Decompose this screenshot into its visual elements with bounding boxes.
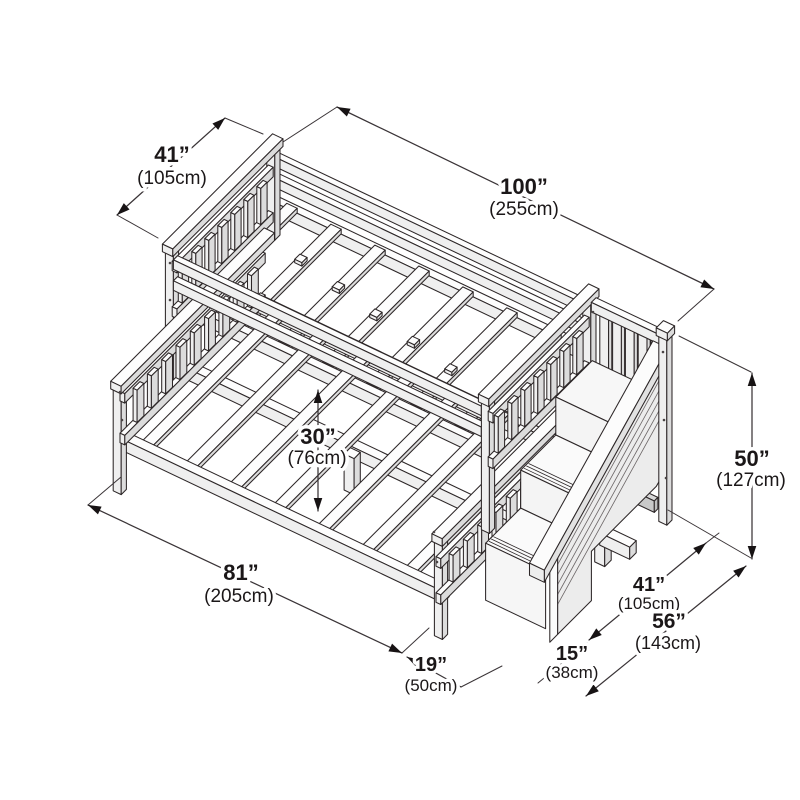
dim-total-width-cm: (143cm) <box>635 633 701 653</box>
dim-clearance-inches: 30” <box>300 424 335 449</box>
dim-bottom-length-cm: (205cm) <box>204 586 274 607</box>
dim-height-cm: (127cm) <box>716 470 786 491</box>
dim-stair-width-cm: (105cm) <box>618 594 680 613</box>
top-guard-rails <box>172 255 487 438</box>
staircase <box>118 261 676 643</box>
dimension-lines <box>87 106 757 697</box>
dimension-step-offset <box>406 656 503 688</box>
dimension-stair-width <box>588 532 720 641</box>
dimension-bottom-length <box>87 476 430 654</box>
dim-step-depth-cm: (38cm) <box>546 663 599 682</box>
top-footboard <box>477 283 600 535</box>
dim-top-width-inches: 41” <box>154 142 189 167</box>
dim-total-length-cm: (255cm) <box>489 199 559 220</box>
dim-step-offset-inches: 19” <box>415 654 447 676</box>
dimension-total-length <box>282 106 715 322</box>
dimension-clearance <box>313 389 323 512</box>
dimension-total-width <box>585 565 747 697</box>
dimension-height <box>667 335 757 560</box>
dim-step-depth-inches: 15” <box>556 643 588 665</box>
dim-stair-width-inches: 41” <box>633 574 665 596</box>
dimension-top-width <box>116 117 264 239</box>
dim-height-inches: 50” <box>734 446 769 471</box>
dimension-labels: 41” (105cm) 100” (255cm) 30” (76cm) 50” … <box>134 139 790 699</box>
dim-total-width-inches: 56” <box>652 610 686 633</box>
bed-line-art <box>110 133 676 643</box>
dimension-step-depth <box>537 642 588 684</box>
dim-clearance-cm: (76cm) <box>287 448 346 469</box>
dim-top-width-cm: (105cm) <box>137 168 207 189</box>
dim-step-offset-cm: (50cm) <box>405 676 458 695</box>
dim-total-length-inches: 100” <box>500 174 548 199</box>
dim-bottom-length-inches: 81” <box>223 560 258 585</box>
